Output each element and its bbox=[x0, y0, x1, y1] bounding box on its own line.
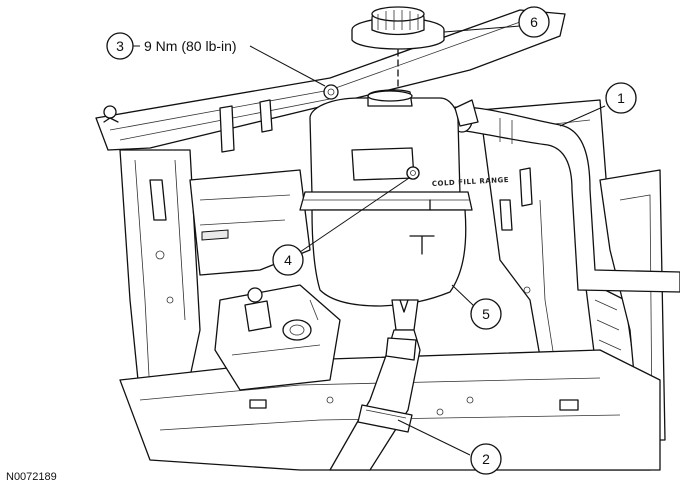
figure-id: N0072189 bbox=[6, 471, 57, 483]
hose-2 bbox=[329, 329, 421, 471]
callout-5: 5 bbox=[451, 284, 502, 330]
svg-text:5: 5 bbox=[482, 306, 490, 322]
svg-text:4: 4 bbox=[284, 252, 292, 268]
svg-text:2: 2 bbox=[482, 451, 490, 467]
svg-text:3: 3 bbox=[116, 38, 124, 54]
callout-1: 1 bbox=[559, 82, 637, 127]
bolt-4 bbox=[406, 166, 420, 180]
callout-2: 2 bbox=[397, 419, 502, 475]
callout-3: 3 9 Nm (80 lb-in) bbox=[106, 32, 326, 87]
reservoir-cap bbox=[351, 6, 445, 89]
bolt-3 bbox=[323, 84, 339, 100]
coolant-reservoir bbox=[299, 89, 479, 331]
svg-text:6: 6 bbox=[530, 14, 538, 30]
callout-4: 4 bbox=[272, 177, 410, 276]
callout-6: 6 bbox=[443, 6, 550, 38]
svg-text:1: 1 bbox=[617, 90, 625, 106]
torque-spec: 9 Nm (80 lb-in) bbox=[144, 38, 237, 54]
